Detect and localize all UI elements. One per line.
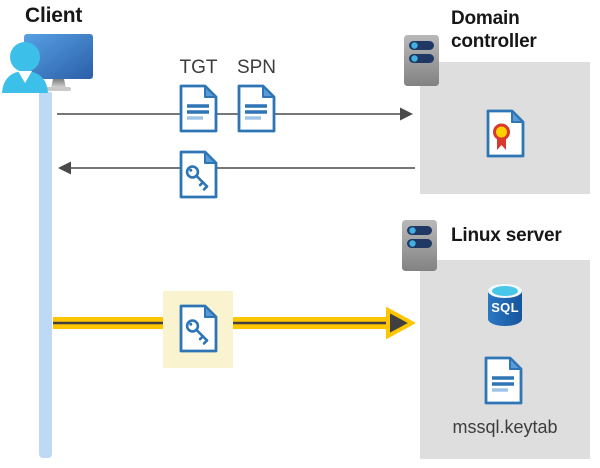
rosette-icon [493, 123, 510, 141]
request-arrow [57, 107, 413, 121]
key-icon [185, 319, 209, 345]
folded-corner-icon [511, 110, 524, 123]
client-timeline-bar [39, 92, 52, 458]
monitor-base [45, 87, 71, 91]
spn-label: SPN [236, 57, 277, 78]
tgt-document-icon [179, 84, 218, 133]
folded-corner-icon [204, 151, 217, 164]
monitor-stand [51, 79, 66, 88]
user-head [10, 42, 40, 72]
client-computer-icon [2, 34, 93, 93]
ribbon-icon [497, 137, 506, 150]
tgt-label: TGT [179, 57, 218, 78]
monitor-icon [24, 34, 93, 79]
folded-corner-icon [204, 85, 217, 98]
linux-server-icon [402, 220, 437, 271]
keytab-document-icon [484, 356, 523, 405]
domain-controller-label: Domain controller [451, 8, 537, 52]
key-document-icon-highlighted [179, 304, 218, 353]
connection-arrow [53, 306, 415, 340]
linux-server-label: Linux server [451, 225, 562, 246]
user-collar [18, 71, 32, 83]
sql-label: SQL [491, 300, 519, 315]
spn-document-icon [237, 84, 276, 133]
folded-corner-icon [204, 305, 217, 318]
keytab-label: mssql.keytab [452, 417, 558, 437]
certificate-icon [486, 109, 525, 158]
arrow-right-icon [400, 107, 413, 121]
response-arrow [58, 161, 415, 175]
cylinder-top [492, 286, 518, 296]
folded-corner-icon [262, 85, 275, 98]
domain-controller-server-icon [404, 35, 439, 86]
arrow-left-icon [58, 161, 71, 175]
key-icon [185, 165, 209, 191]
folded-corner-icon [509, 357, 522, 370]
client-label: Client [25, 4, 83, 27]
key-document-icon [179, 150, 218, 199]
arrow-right-icon [386, 306, 415, 340]
sql-database-icon [488, 284, 522, 326]
